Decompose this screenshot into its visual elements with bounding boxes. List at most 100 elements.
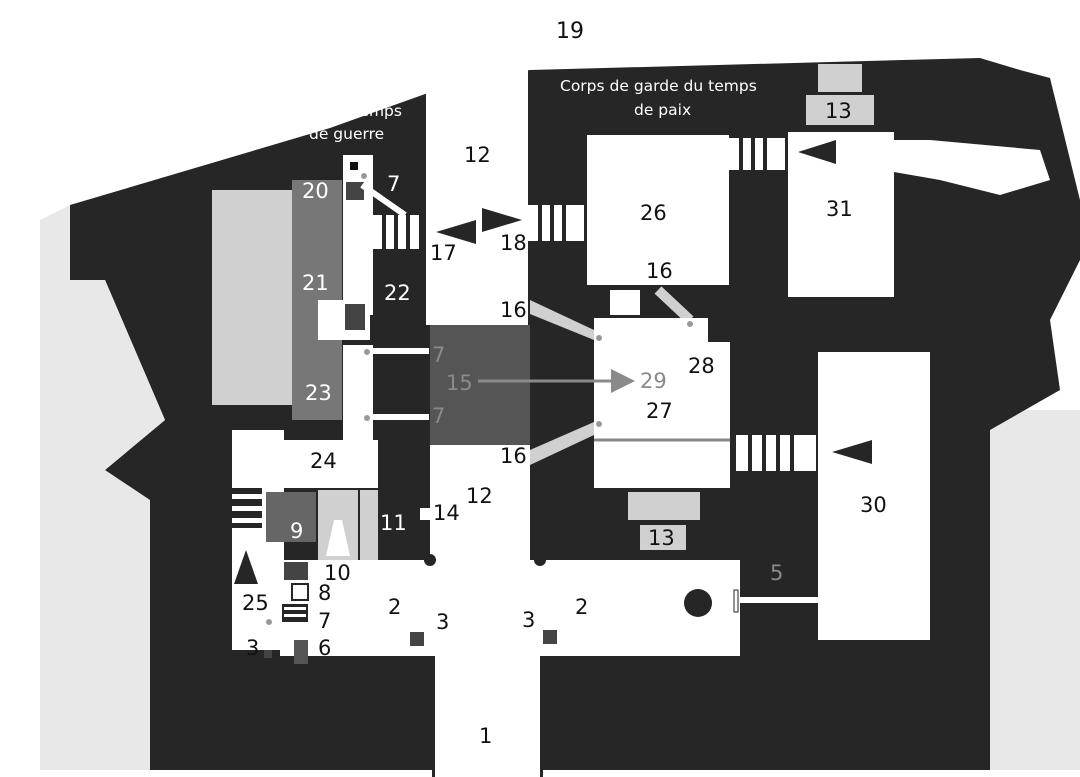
label-13b: 13 xyxy=(648,526,675,550)
room-13-north xyxy=(806,95,874,125)
label-1: 1 xyxy=(479,724,492,748)
column-right xyxy=(534,554,546,566)
room-6-block xyxy=(294,640,308,664)
label-18: 18 xyxy=(500,231,527,255)
room-31 xyxy=(788,132,894,297)
label-12b: 12 xyxy=(466,484,493,508)
column-left xyxy=(424,554,436,566)
ramp-16-lower xyxy=(530,422,594,465)
passage-5-door xyxy=(733,589,739,613)
label-7b: 7 xyxy=(387,172,400,196)
heading-number: 19 xyxy=(556,19,584,44)
label-28: 28 xyxy=(688,354,715,378)
room-12-north xyxy=(426,70,528,325)
room-11 xyxy=(360,490,378,560)
label-12a: 12 xyxy=(464,143,491,167)
label-14: 14 xyxy=(433,501,460,525)
label-30: 30 xyxy=(860,493,887,517)
label-6: 6 xyxy=(318,636,331,660)
room-26-link xyxy=(610,290,640,315)
dot-24-upper xyxy=(364,349,370,355)
stairs-7-north xyxy=(373,215,419,249)
ramp-16-upper xyxy=(530,300,594,340)
room-15-zone xyxy=(430,325,530,445)
bar-7-upper xyxy=(373,348,429,354)
label-11: 11 xyxy=(380,511,407,535)
room-20-shaft xyxy=(343,155,373,315)
entrance-wall-left xyxy=(432,656,435,777)
arrow-25 xyxy=(234,550,258,584)
ramp-16-north xyxy=(654,286,694,324)
label-22: 22 xyxy=(384,281,411,305)
label-5: 5 xyxy=(770,561,783,585)
label-29: 29 xyxy=(640,369,667,393)
label-16a: 16 xyxy=(500,298,527,322)
room-9 xyxy=(266,492,316,542)
room-8-block xyxy=(284,562,308,580)
pillar-3-far xyxy=(264,650,272,658)
dot-7 xyxy=(361,173,367,179)
room-21-block xyxy=(345,304,365,330)
ground-area-left xyxy=(40,470,160,770)
arrow-30 xyxy=(832,440,872,464)
label-2a: 2 xyxy=(388,595,401,619)
label-7d: 7 xyxy=(432,404,445,428)
room-13-south-top xyxy=(628,492,700,520)
passage-14 xyxy=(420,508,432,520)
label-9: 9 xyxy=(290,519,303,543)
label-26: 26 xyxy=(640,201,667,225)
room-7-bar-a xyxy=(284,607,306,610)
room-26 xyxy=(587,135,729,285)
ground-area-right xyxy=(990,410,1080,770)
room-30 xyxy=(818,352,930,640)
shaft-connector xyxy=(343,345,373,445)
passage-5 xyxy=(738,597,822,603)
room-24 xyxy=(282,440,378,488)
entrance-corridor xyxy=(435,656,540,777)
label-20: 20 xyxy=(302,179,329,203)
ramp-7 xyxy=(360,182,407,218)
caption-peace-guard-1: Corps de garde du temps xyxy=(560,77,757,95)
label-16c: 16 xyxy=(500,444,527,468)
well-4 xyxy=(684,589,712,617)
caption-war-guard-3: de guerre xyxy=(309,125,384,143)
dot-28 xyxy=(687,321,693,327)
label-24: 24 xyxy=(310,449,337,473)
label-2b: 2 xyxy=(575,595,588,619)
room-12-south xyxy=(430,445,530,560)
gallery-light xyxy=(212,190,292,405)
label-16b: 16 xyxy=(646,259,673,283)
room-13-north-cap xyxy=(818,64,862,92)
dot-24-lower xyxy=(364,415,370,421)
label-21: 21 xyxy=(302,271,329,295)
stairs-24 xyxy=(232,488,262,528)
room-20-block xyxy=(346,182,364,200)
room-27 xyxy=(594,318,730,488)
label-7c: 7 xyxy=(432,343,445,367)
arrow-18 xyxy=(482,208,522,232)
stairs-18 xyxy=(528,205,584,241)
bar-7-lower xyxy=(373,414,429,420)
passage-32 xyxy=(894,140,1050,195)
label-25: 25 xyxy=(242,591,269,615)
dot-25 xyxy=(266,619,272,625)
label-23: 23 xyxy=(305,381,332,405)
stairs-30 xyxy=(736,435,816,471)
room-8-box xyxy=(291,583,309,601)
label-7a: 7 xyxy=(318,609,331,633)
left-bastion-ear xyxy=(40,205,165,470)
pillar-3-right xyxy=(543,630,557,644)
stairs-31 xyxy=(729,138,785,170)
room-7-bars xyxy=(282,604,308,622)
room-20-block-small xyxy=(350,162,358,170)
arrow-31 xyxy=(798,140,836,164)
room-10-stair xyxy=(326,520,350,556)
label-27: 27 xyxy=(646,399,673,423)
label-10: 10 xyxy=(324,561,351,585)
entrance-wall-right xyxy=(540,656,543,777)
label-3b: 3 xyxy=(522,608,535,632)
caption-peace-guard-2: de paix xyxy=(634,101,691,119)
arrow-17 xyxy=(436,220,476,244)
dot-27-lower xyxy=(596,421,602,427)
